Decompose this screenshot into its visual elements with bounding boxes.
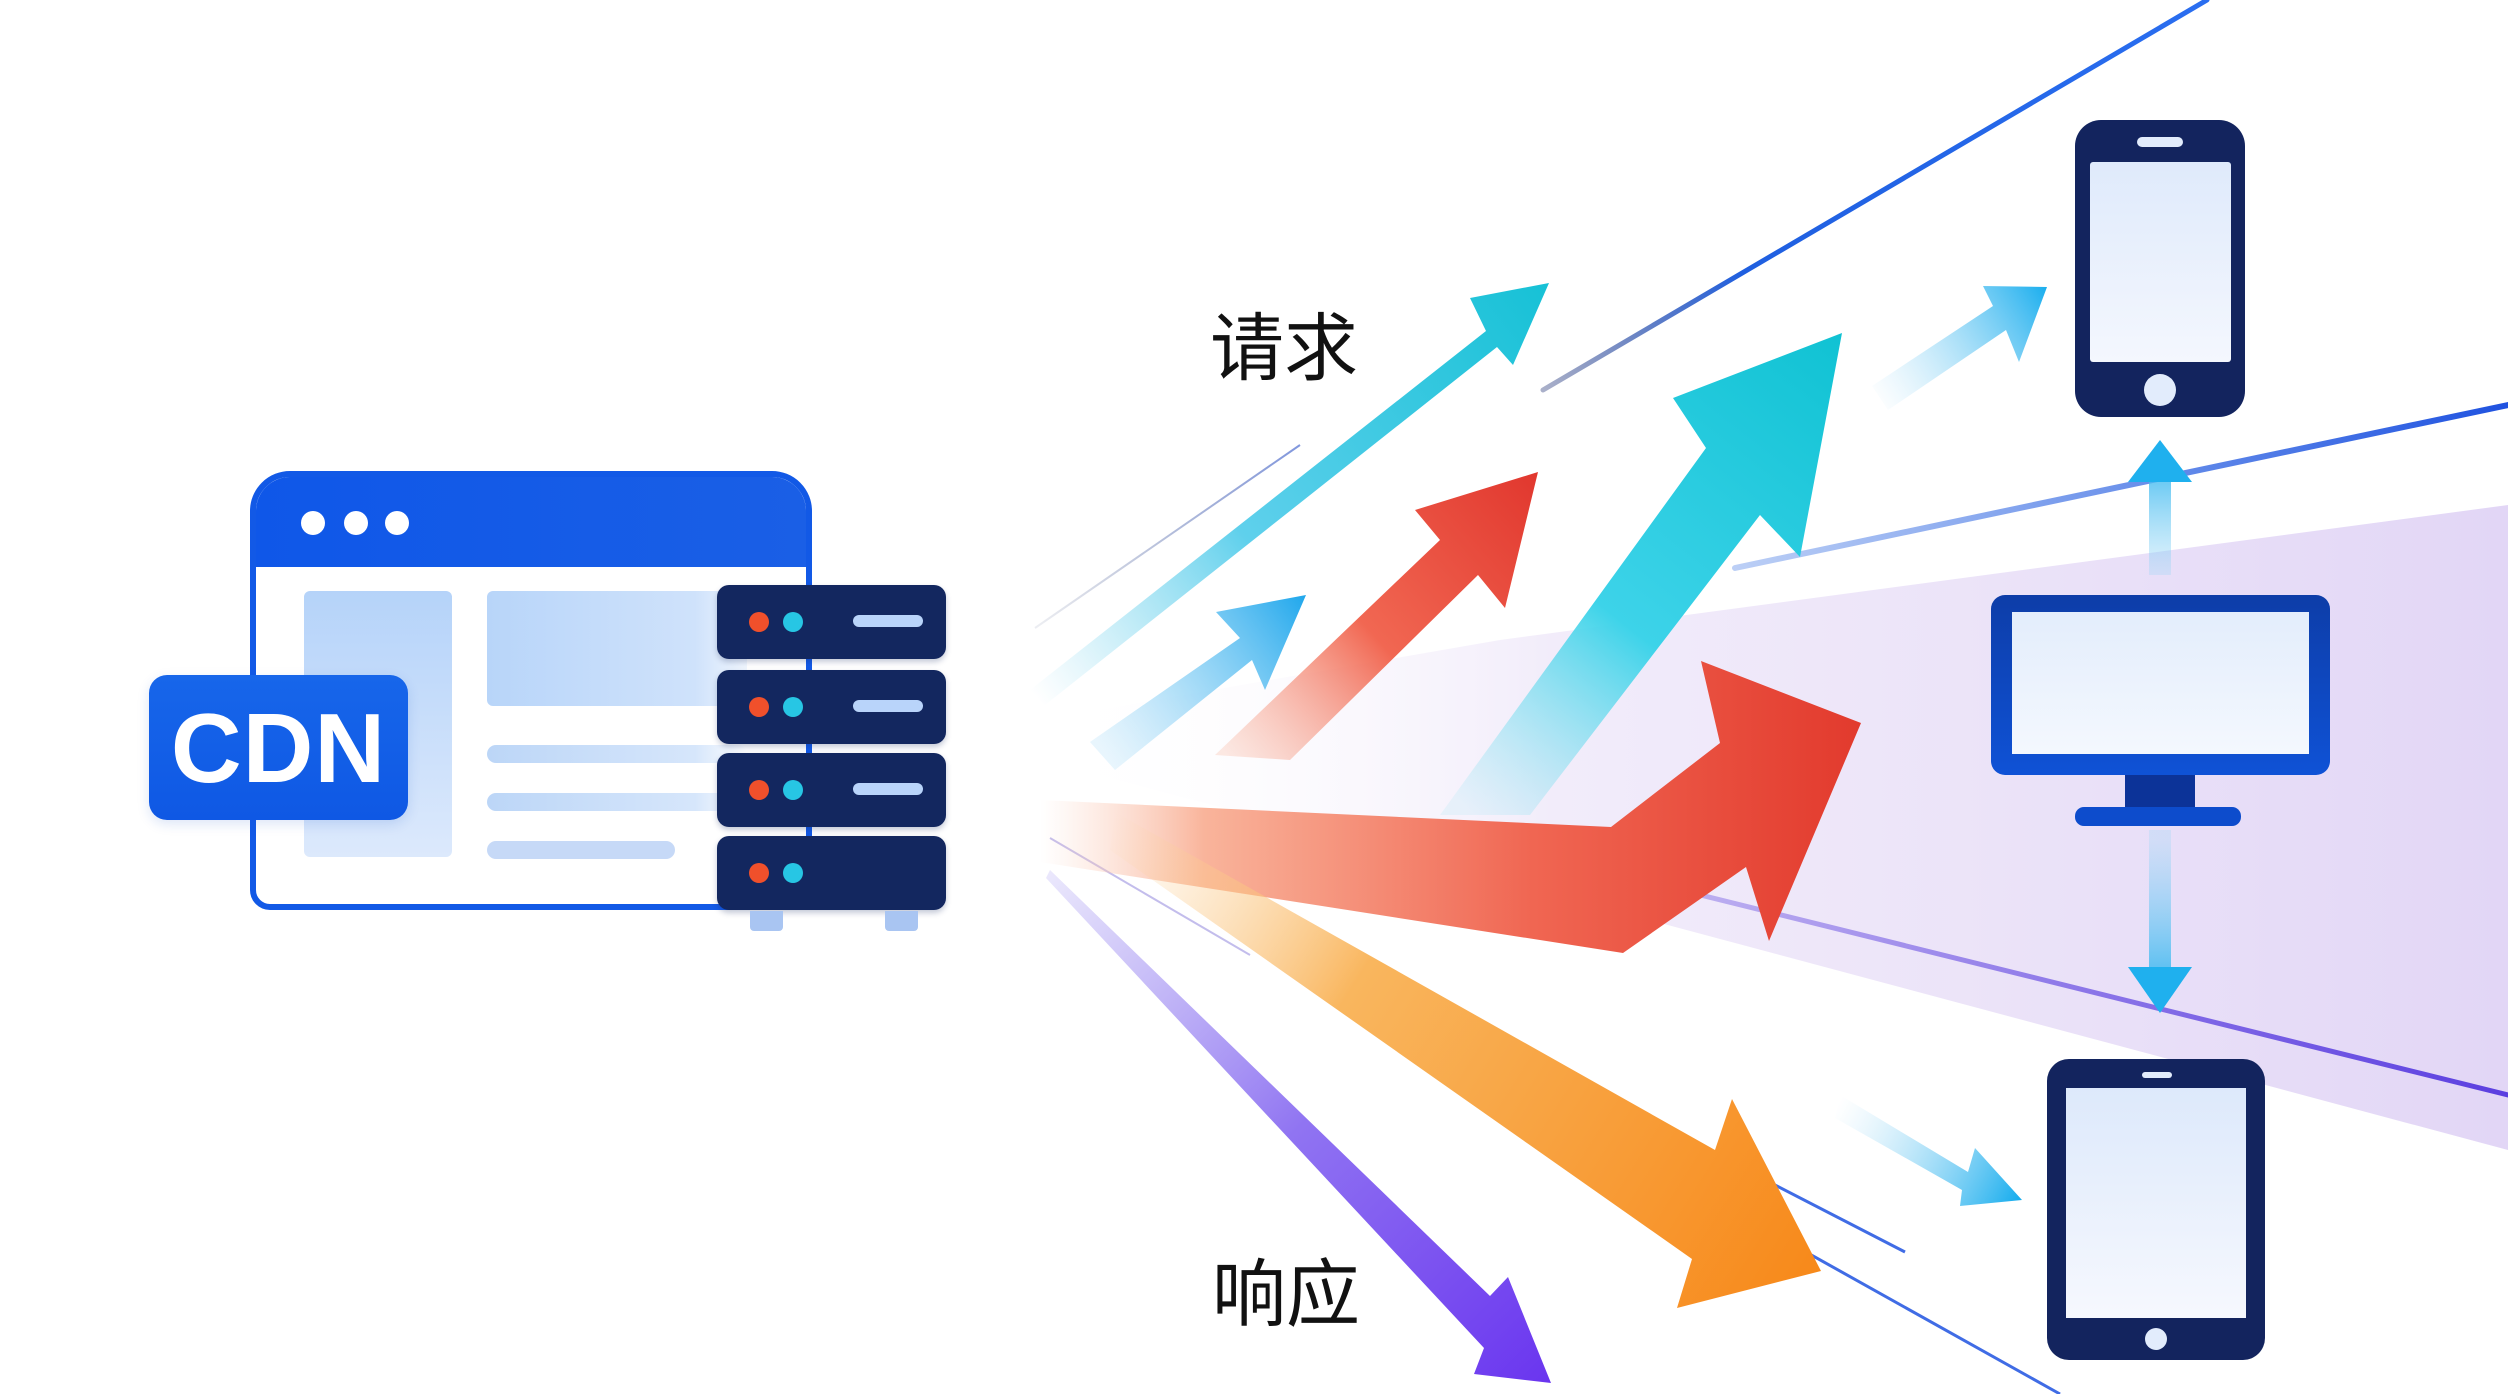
long-line-blue-top [1540, 0, 2210, 393]
request-label: 请求 [1210, 306, 1358, 392]
tablet-home-button [2145, 1328, 2167, 1350]
server-foot [885, 911, 918, 931]
status-led-cyan-icon [783, 612, 803, 632]
monitor-to-tablet-arrow [2128, 830, 2192, 1013]
phone-screen [2090, 162, 2231, 362]
response-label: 响应 [1212, 1252, 1360, 1338]
tablet-screen [2066, 1088, 2246, 1318]
phone-home-button [2144, 374, 2176, 406]
page-hero-block [487, 591, 747, 706]
request-arrow-large-cyan [1440, 333, 1842, 815]
status-led-red-icon [749, 697, 769, 717]
page-text-line [487, 841, 675, 859]
status-led-cyan-icon [783, 697, 803, 717]
tablet-speaker [2142, 1072, 2172, 1078]
request-arrow-small-blue [1090, 595, 1306, 770]
tablet-icon [2047, 1059, 2265, 1360]
monitor-to-phone-arrow [2128, 440, 2192, 575]
window-dot-icon [385, 511, 409, 535]
cdn-badge: CDN [149, 675, 408, 820]
response-arrow-purple [1046, 870, 1551, 1383]
status-led-cyan-icon [783, 863, 803, 883]
request-arrow-red [1215, 472, 1538, 760]
status-led-red-icon [749, 612, 769, 632]
server-unit [717, 670, 946, 744]
window-dot-icon [344, 511, 368, 535]
status-led-red-icon [749, 780, 769, 800]
server-foot [750, 911, 783, 931]
to-tablet-arrow [1835, 1095, 2022, 1206]
server-unit [717, 753, 946, 827]
to-phone-arrow [1872, 286, 2047, 410]
long-line-blue-mid [1732, 402, 2508, 571]
monitor-stand-base [2075, 807, 2241, 826]
long-line-purple [1637, 877, 2508, 1098]
monitor-stand-neck [2125, 775, 2195, 809]
response-arrow-orange [1110, 812, 1821, 1308]
phone-speaker [2137, 137, 2183, 147]
drive-slot-icon [853, 700, 923, 712]
drive-slot-icon [853, 783, 923, 795]
drive-slot-icon [853, 615, 923, 627]
request-arrow-thin-cyan [1030, 283, 1549, 705]
server-unit [717, 585, 946, 659]
desktop-monitor-icon [1991, 595, 2330, 775]
window-dot-icon [301, 511, 325, 535]
server-unit [717, 836, 946, 910]
monitor-screen [2012, 612, 2309, 754]
status-led-red-icon [749, 863, 769, 883]
page-text-line [487, 793, 747, 811]
main-red-arrow [1040, 661, 1861, 953]
browser-title-bar [256, 477, 806, 567]
status-led-cyan-icon [783, 780, 803, 800]
page-text-line [487, 745, 747, 763]
thin-line-upper [1034, 444, 1301, 629]
smartphone-icon [2075, 120, 2245, 417]
cdn-badge-label: CDN [170, 692, 387, 803]
